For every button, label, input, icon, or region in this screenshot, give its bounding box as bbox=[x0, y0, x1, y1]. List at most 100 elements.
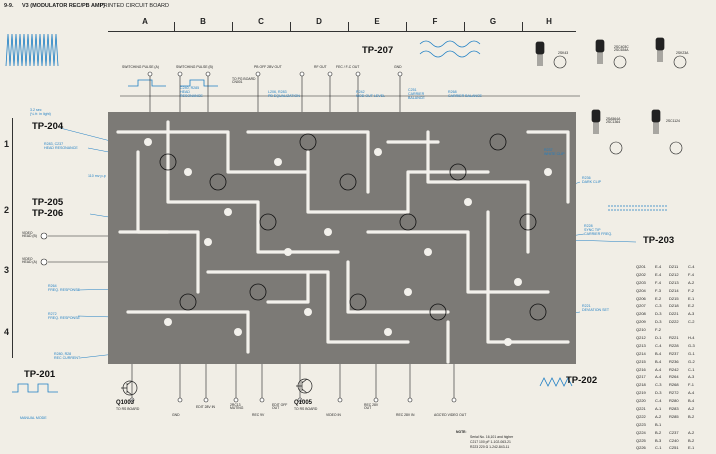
annotation-head-resonance: R283, C237 HEAD RESONANCE bbox=[44, 142, 78, 151]
parts-table-cell: D221 bbox=[669, 311, 679, 317]
parts-table-cell: R272 bbox=[669, 390, 679, 396]
label-rec-28v-in: REC 28V IN bbox=[396, 413, 415, 417]
parts-table-cell: R283 bbox=[669, 406, 679, 412]
annotation-head-resonance-b: C240, R285 HEAD RESONANCE bbox=[180, 86, 203, 99]
parts-table-cell: B-3 bbox=[655, 437, 662, 443]
test-point-tp207: TP-207 bbox=[362, 45, 394, 56]
parts-table-cell: Q215 bbox=[636, 358, 646, 364]
parts-table-cell: Q221 bbox=[636, 406, 646, 412]
parts-table-cell: E-2 bbox=[688, 303, 695, 309]
signal-period: 3.2 sec (¼ fr. in light) bbox=[30, 108, 51, 117]
parts-table-cell: A-3 bbox=[688, 311, 695, 317]
parts-table-cell: Q210 bbox=[636, 327, 646, 333]
parts-table-cell bbox=[688, 327, 702, 335]
parts-table-cell: R264 bbox=[669, 374, 679, 380]
parts-table-cell: Q226 bbox=[636, 445, 646, 451]
parts-table-cell bbox=[669, 327, 688, 335]
parts-table-cell: C237 bbox=[669, 429, 679, 435]
label-rec-28v-out: REC 28V OUT bbox=[364, 403, 379, 411]
parts-table-cell: D212 bbox=[669, 271, 679, 277]
pcb-traces bbox=[108, 112, 576, 364]
parts-table-cell: R236 bbox=[669, 358, 679, 364]
note-title: NOTE: bbox=[456, 430, 467, 434]
parts-table-cell: A-4 bbox=[688, 390, 695, 396]
signal-rf-out: RF OUT bbox=[314, 65, 327, 69]
parts-table-cell: B-2 bbox=[655, 429, 662, 435]
parts-table-cell: B-4 bbox=[655, 358, 662, 364]
grid-row-2: 2 bbox=[4, 205, 10, 215]
parts-table-cell: E-2 bbox=[655, 295, 662, 301]
parts-table-cell: C240 bbox=[669, 437, 679, 443]
parts-table-cell: D214 bbox=[669, 287, 679, 293]
parts-table-cell: D211 bbox=[669, 264, 679, 269]
parts-table-cell: R280 bbox=[669, 398, 679, 404]
grid-col-c: C bbox=[258, 17, 264, 26]
parts-table-cell: F-3 bbox=[655, 287, 661, 293]
parts-table-cell: C-1 bbox=[655, 445, 662, 451]
annotation-freq-response: R264 FREQ. RESPONSE bbox=[48, 284, 80, 293]
label-q1003-sub: TO RS BOARD bbox=[116, 407, 140, 411]
parts-table-cell: B-4 bbox=[655, 350, 662, 356]
test-point-tp203: TP-203 bbox=[643, 235, 675, 246]
parts-table-cell: R268 bbox=[669, 382, 679, 388]
grid-row-1: 1 bbox=[4, 139, 10, 149]
annotation-rec-current: R280, R28 REC CURRENT bbox=[54, 352, 81, 361]
label-video-in: VIDEO IN bbox=[326, 413, 341, 417]
signal-gnd-top: GND bbox=[394, 65, 402, 69]
parts-table-cell: G-3 bbox=[688, 342, 695, 348]
parts-table-cell: A-4 bbox=[655, 374, 662, 380]
parts-table-cell: Q203 bbox=[636, 279, 646, 285]
grid-col-d: D bbox=[316, 17, 322, 26]
note-line-1: Serial No. 16,101 and higher bbox=[470, 435, 514, 439]
parts-table-cell: C-4 bbox=[655, 342, 662, 348]
signal-pb-off: PB OFF 2BV OUT bbox=[254, 65, 282, 69]
parts-table-cell: Q216 bbox=[636, 366, 646, 372]
parts-table-cell: Q204 bbox=[636, 287, 646, 293]
parts-table-cell: Q208 bbox=[636, 311, 646, 317]
transistor-label-2: 2SC403C 2SC634A bbox=[614, 45, 629, 53]
parts-table-cell: C251 bbox=[669, 445, 679, 451]
grid-col-a: A bbox=[142, 17, 148, 26]
parts-table-cell: Q222 bbox=[636, 413, 646, 419]
parts-table-cell: E-1 bbox=[688, 295, 695, 301]
test-point-tp202: TP-202 bbox=[566, 375, 598, 386]
grid-col-f: F bbox=[432, 17, 438, 26]
parts-table-cell: D215 bbox=[669, 295, 679, 301]
parts-table-cell: C-3 bbox=[655, 382, 662, 388]
label-q1005-sub: TO RS BOARD bbox=[294, 407, 318, 411]
parts-table-cell: D-3 bbox=[655, 311, 662, 317]
parts-table-cell: Q214 bbox=[636, 350, 646, 356]
label-video-head-a: VIDEO HEAD (A) bbox=[22, 257, 37, 265]
label-video-head-b: VIDEO HEAD (B) bbox=[22, 231, 37, 239]
grid-row-4: 4 bbox=[4, 327, 10, 337]
parts-table-cell: Q225 bbox=[636, 437, 646, 443]
section-number: 9-9. bbox=[4, 3, 14, 9]
parts-table-cell: Q218 bbox=[636, 382, 646, 388]
parts-table-cell: Q212 bbox=[636, 335, 646, 341]
transistor-label-3: 2SK23A bbox=[676, 51, 689, 55]
signal-fec-out: FEC / F-C OUT bbox=[336, 65, 360, 69]
parts-table-cell: Q206 bbox=[636, 295, 646, 301]
parts-table-cell: Q207 bbox=[636, 303, 646, 309]
annotation-mod-out-level: R242 MOD OUT LEVEL bbox=[356, 90, 386, 99]
grid-column-bar: A B C D E F G H bbox=[108, 17, 576, 32]
parts-table-cell: R237 bbox=[669, 350, 679, 356]
parts-table-cell: D222 bbox=[669, 319, 679, 325]
parts-table-cell: A-1 bbox=[655, 406, 662, 412]
signal-to-pg-board: TO PG BOARD CN001 bbox=[232, 77, 256, 85]
parts-table-cell: R228 bbox=[669, 342, 679, 348]
parts-table-cell: C-2 bbox=[688, 319, 695, 325]
parts-table-cell: Q213 bbox=[636, 342, 646, 348]
parts-table-cell: C-3 bbox=[655, 303, 662, 309]
parts-table-cell: A-2 bbox=[655, 413, 662, 419]
